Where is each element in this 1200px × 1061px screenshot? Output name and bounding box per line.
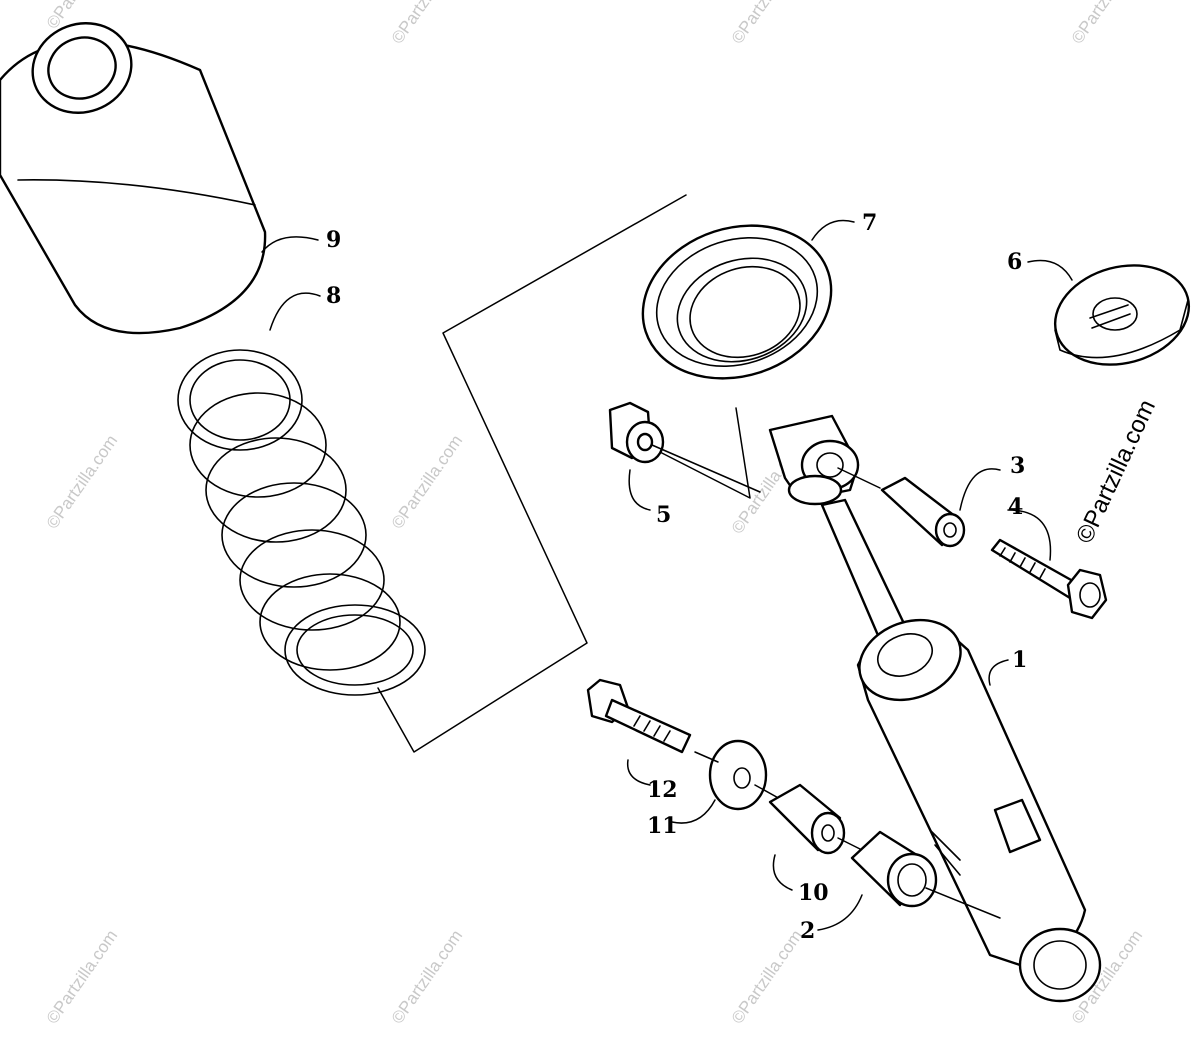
part-spring-seat	[641, 224, 833, 380]
part-bolt-upper	[990, 538, 1108, 620]
callout-4: 4	[1008, 494, 1023, 520]
watermark: ©Partzilla.com	[43, 431, 122, 532]
watermark: ©Partzilla.com	[43, 926, 122, 1027]
part-bushing-lower	[850, 830, 938, 908]
callout-6: 6	[1007, 249, 1022, 275]
callout-5: 5	[656, 502, 671, 528]
callout-7: 7	[862, 210, 877, 236]
watermark: ©Partzilla.com	[388, 926, 467, 1027]
part-spacer	[768, 783, 846, 855]
part-flange-nut	[608, 401, 665, 464]
assembly-bracket-small	[655, 407, 751, 499]
watermark: ©Partzilla.com	[388, 0, 467, 47]
callout-2: 2	[800, 918, 815, 944]
part-shock-absorber	[768, 414, 1102, 1003]
axis-line	[837, 837, 863, 851]
leader-lines	[261, 219, 1073, 931]
watermark: ©Partzilla.com	[1068, 0, 1147, 47]
part-coil-spring	[177, 349, 426, 696]
part-bolt-lower	[586, 678, 692, 754]
part-dust-boot	[0, 22, 267, 335]
part-spring-retainer	[1053, 264, 1191, 366]
callout-8: 8	[326, 283, 341, 309]
callout-12: 12	[647, 777, 678, 803]
watermark: ©Partzilla.com	[388, 431, 467, 532]
watermark: ©Partzilla.com	[728, 926, 807, 1027]
brand-watermark: ©Partzilla.com	[1071, 396, 1161, 548]
callout-3: 3	[1010, 453, 1025, 479]
part-bushing-upper	[880, 476, 966, 548]
callout-9: 9	[326, 227, 341, 253]
axis-line	[651, 444, 761, 493]
callouts: 1 2 3 4 5 6 7 8 9 10 11 12	[326, 210, 1027, 944]
axis-line	[837, 467, 881, 489]
watermark: ©Partzilla.com	[728, 0, 807, 47]
callout-10: 10	[798, 880, 829, 906]
axis-line	[694, 751, 719, 763]
callout-11: 11	[647, 813, 678, 839]
part-washer	[708, 739, 768, 811]
axis-line	[925, 887, 1001, 919]
assembly-bracket	[377, 194, 687, 753]
callout-1: 1	[1012, 647, 1027, 673]
